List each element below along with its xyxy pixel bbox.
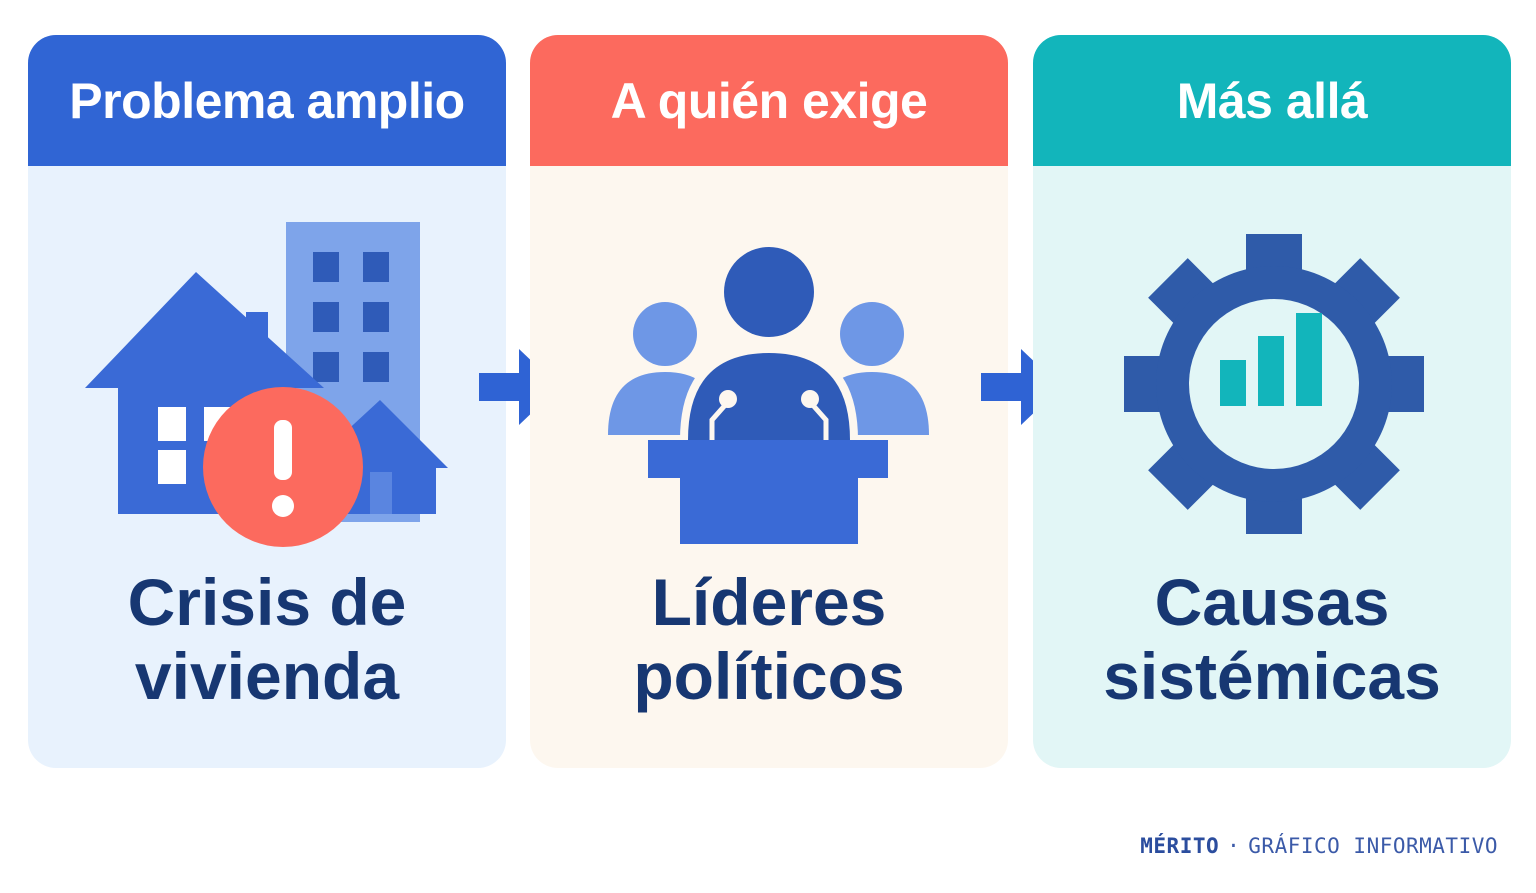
step-header: Más allá [1033,35,1511,166]
step-label: Crisis de vivienda [28,565,506,713]
step-label-line: sistémicas [1103,639,1441,713]
step-label: Causas sistémicas [1033,565,1511,713]
step-label-line: vivienda [134,639,400,713]
step-label: Líderes políticos [530,565,1008,713]
step-label-line: Causas [1154,565,1390,639]
step-card-problem: Problema amplio Crisis de vivienda [28,35,506,768]
footer-credit: MÉRITO · GRÁFICO INFORMATIVO [1140,834,1498,858]
step-label-line: políticos [633,639,905,713]
step-card-beyond: Más allá Causas sistémicas [1033,35,1511,768]
housing-alert-icon [85,222,448,547]
step-card-audience: A quién exige Líderes políticos [530,35,1008,768]
footer-brand: MÉRITO [1140,834,1220,858]
politicians-podium-icon [608,247,929,544]
step-label-line: Crisis de [127,565,407,639]
step-header: A quién exige [530,35,1008,166]
gear-chart-icon [1124,234,1424,534]
footer-separator: · [1227,834,1241,858]
footer-caption: GRÁFICO INFORMATIVO [1248,834,1498,858]
step-header: Problema amplio [28,35,506,166]
step-label-line: Líderes [651,565,887,639]
